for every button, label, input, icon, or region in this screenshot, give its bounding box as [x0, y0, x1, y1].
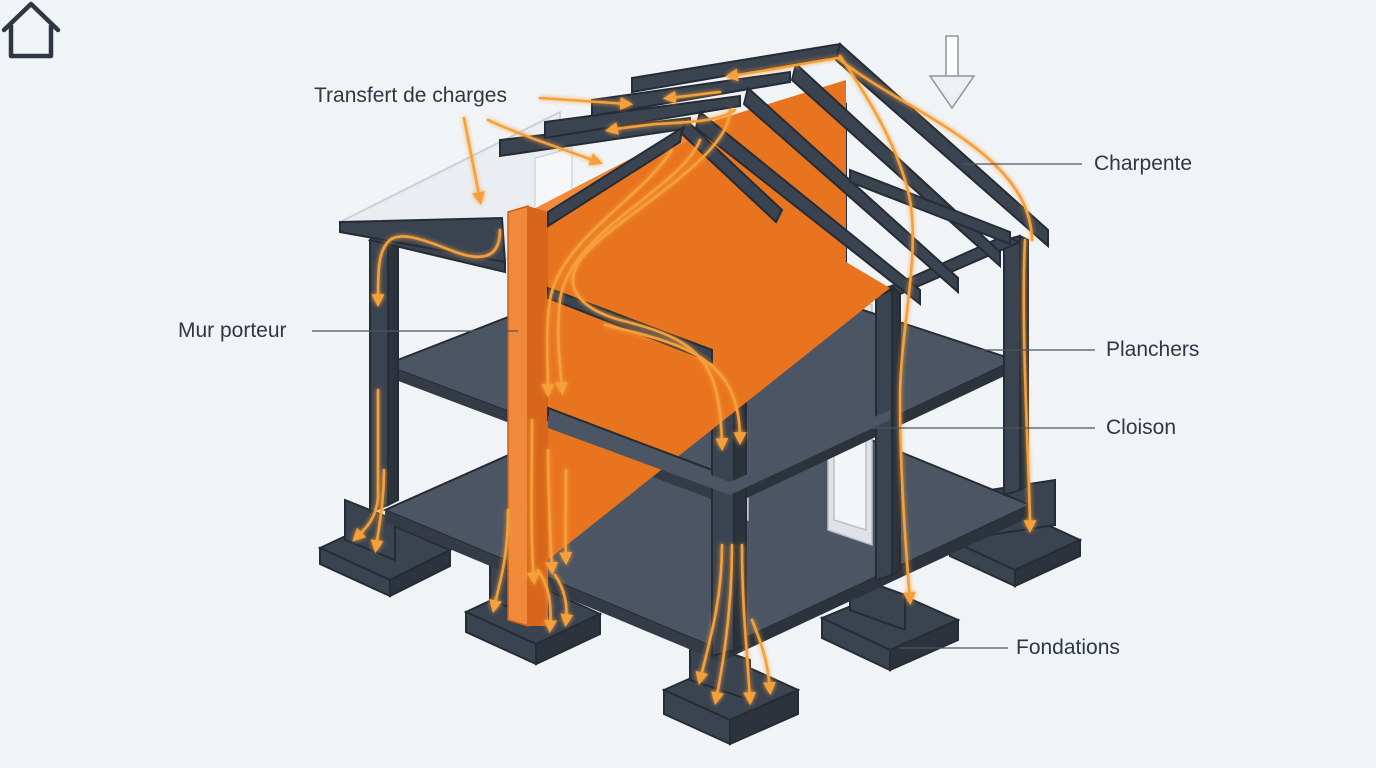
label-floors: Planchers: [1106, 338, 1200, 361]
rafter-3: [742, 86, 959, 295]
label-foundations: Fondations: [1016, 636, 1120, 659]
home-icon[interactable]: [0, 0, 62, 60]
load-path-wall-foot-2: [536, 568, 558, 634]
load-path-wall-foot-1: [489, 508, 510, 614]
load-path-left-column: [352, 388, 380, 542]
load-path-left-column-2: [370, 468, 386, 554]
load-path-front-column: [695, 543, 724, 686]
load-path-front-column-2: [711, 543, 734, 706]
ridge-rafter-1: [834, 42, 1049, 249]
tie-beam: [849, 168, 1011, 246]
leader-lines: [312, 163, 1095, 649]
load-path-label-3: [538, 96, 634, 110]
label-partition: Cloison: [1106, 416, 1177, 439]
load-path-left-beam: [371, 228, 502, 308]
rafter-front: [547, 126, 684, 228]
foundations: [317, 478, 1083, 746]
rafter-5: [680, 118, 784, 224]
load-path-front-column-4: [750, 618, 776, 696]
roof-frame: [499, 42, 1049, 307]
load-path-wall-lower-1: [526, 418, 540, 586]
load-path-rafter: [604, 108, 737, 135]
load-path-wall-1: [541, 148, 674, 398]
down-arrow-icon: [928, 35, 976, 110]
load-path-wall-3: [571, 108, 732, 452]
load-path-wall-lower-2: [545, 448, 559, 576]
load-path-front-column-3: [740, 543, 757, 706]
purlin-2: [544, 94, 741, 140]
column-back-right: [1003, 234, 1021, 497]
load-path-purlin: [662, 90, 722, 104]
column-front-right: [875, 284, 893, 582]
label-load-bearing-wall: Mur porteur: [178, 319, 287, 342]
load-path-wall-2: [554, 138, 702, 396]
load-path-wall-foot-3: [553, 573, 574, 628]
label-load-transfer: Transfert de charges: [314, 84, 507, 107]
purlin-3: [591, 70, 791, 118]
rafter-4: [694, 110, 921, 307]
load-path-ridge: [724, 56, 1034, 242]
load-paths: [352, 54, 1037, 706]
load-path-ridge-down: [838, 54, 916, 606]
load-path-beam: [603, 323, 747, 446]
label-frame: Charpente: [1094, 152, 1193, 175]
load-path-label-1: [462, 116, 485, 206]
load-path-label-2: [486, 118, 603, 166]
